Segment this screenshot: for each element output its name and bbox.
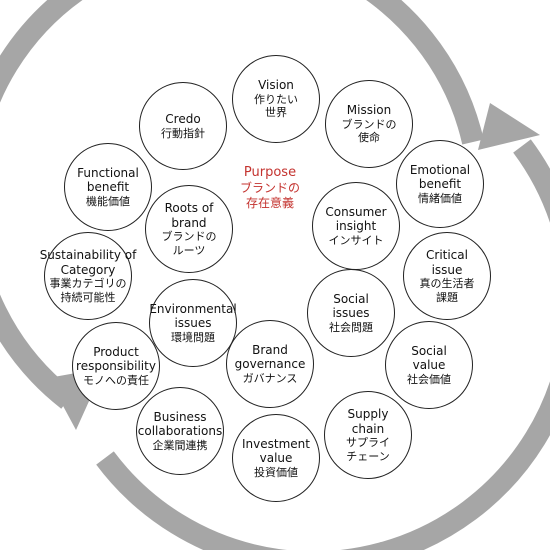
functional-benefit-label-jp-0: 機能価値	[86, 194, 130, 208]
sustainability-of-category-label-jp-1: 持続可能性	[60, 290, 116, 304]
roots-of-brand-label-en-0: Roots of	[164, 200, 214, 215]
social-value-label-jp-0: 社会価値	[407, 372, 451, 386]
mission-label-en-0: Mission	[346, 103, 392, 118]
investment-value-label-jp-0: 投資価値	[254, 465, 298, 479]
credo-label-en-0: Credo	[165, 111, 201, 126]
purpose-label-jp-0: ブランドの	[239, 181, 300, 196]
supply-chain-label-jp-0: サプライ	[346, 436, 390, 450]
consumer-insight-label-jp-0: インサイト	[328, 233, 384, 247]
product-responsibility-label-en-1: responsibility	[76, 359, 156, 374]
social-issues-label-en-1: issues	[332, 306, 370, 321]
vision-label-en-0: Vision	[258, 78, 294, 93]
brand-governance-label-jp-0: ガバナンス	[242, 371, 298, 385]
brand-governance-label-en-1: governance	[234, 357, 306, 372]
social-issues-label-jp-0: 社会問題	[329, 320, 373, 334]
mission-label-jp-0: ブランドの	[341, 117, 397, 131]
critical-issue-label-jp-1: 課題	[436, 290, 458, 304]
cycle-arc-upper-icon	[0, 0, 484, 409]
sustainability-of-category-label-jp-0: 事業カテゴリの	[49, 277, 127, 291]
cycle-arc-lower-icon	[96, 139, 550, 550]
investment-value-label-en-0: Investment	[242, 436, 310, 451]
roots-of-brand-label-jp-1: ルーツ	[172, 243, 206, 257]
emotional-benefit-label-en-0: Emotional	[409, 162, 471, 177]
functional-benefit-label-en-0: Functional	[77, 165, 139, 180]
supply-chain-label-en-0: Supply	[347, 406, 389, 421]
consumer-insight-label-en-0: Consumer	[325, 204, 387, 219]
supply-chain-label-jp-1: チェーン	[346, 449, 390, 463]
business-collaborations-label-jp-0: 企業間連携	[152, 438, 208, 452]
roots-of-brand-label-en-1: brand	[171, 215, 207, 230]
mission-label-jp-1: 使命	[358, 131, 380, 145]
vision-label-jp-0: 作りたい	[254, 92, 298, 106]
environmental-issues-label-en-1: issues	[174, 316, 212, 331]
purpose-label-jp-1: 存在意義	[245, 195, 294, 210]
investment-value-label-en-1: value	[259, 451, 293, 466]
credo-label-jp-0: 行動指針	[161, 126, 205, 140]
emotional-benefit-label-en-1: benefit	[418, 177, 462, 192]
critical-issue-label-en-1: issue	[431, 262, 463, 277]
social-value-label-en-1: value	[412, 358, 446, 373]
business-collaborations-label-en-0: Business	[153, 409, 207, 424]
social-issues-label-en-0: Social	[333, 291, 369, 306]
roots-of-brand-label-jp-0: ブランドの	[161, 230, 217, 244]
brand-governance-label-en-0: Brand	[252, 342, 288, 357]
supply-chain-label-en-1: chain	[351, 421, 385, 436]
functional-benefit-label-en-1: benefit	[86, 180, 130, 195]
vision-label-jp-1: 世界	[265, 106, 287, 120]
consumer-insight-label-en-1: insight	[335, 219, 377, 234]
sustainability-of-category-label-en-0: Sustainability of	[39, 247, 137, 262]
critical-issue-label-en-0: Critical	[426, 247, 468, 262]
business-collaborations-label-en-1: collaborations	[137, 424, 223, 439]
arrowhead-upper-right-icon	[478, 103, 540, 150]
sustainability-of-category-label-en-1: Category	[60, 262, 116, 277]
purpose-label-en-0: Purpose	[243, 165, 297, 181]
product-responsibility-label-jp-0: モノへの責任	[83, 373, 149, 387]
product-responsibility-label-en-0: Product	[93, 344, 139, 359]
environmental-issues-label-jp-0: 環境問題	[171, 330, 215, 344]
critical-issue-label-jp-0: 真の生活者	[419, 277, 475, 291]
environmental-issues-label-en-0: Environmental	[149, 301, 237, 316]
social-value-label-en-0: Social	[411, 343, 447, 358]
emotional-benefit-label-jp-0: 情緒価値	[418, 191, 462, 205]
